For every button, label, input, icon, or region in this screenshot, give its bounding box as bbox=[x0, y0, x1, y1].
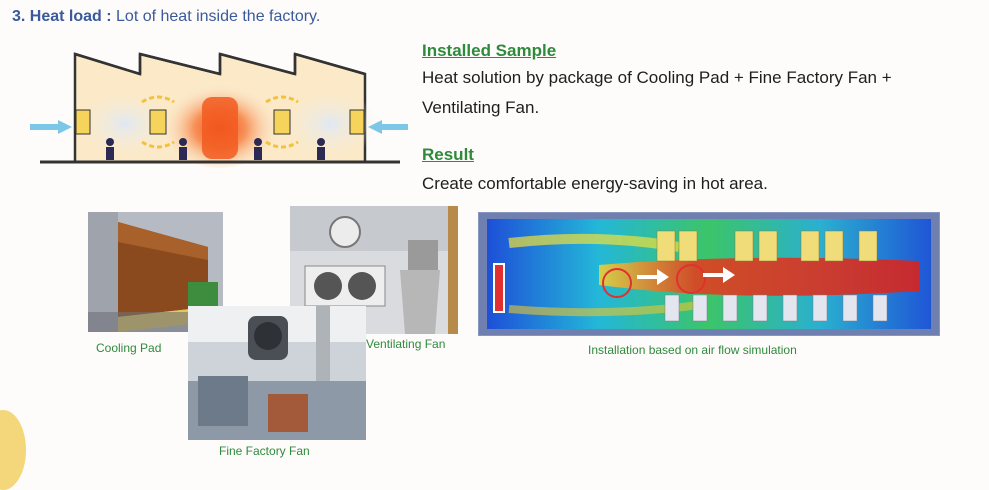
installed-sample-line2: Ventilating Fan. bbox=[422, 98, 540, 117]
result-title: Result bbox=[422, 145, 474, 164]
result-text: Create comfortable energy-saving in hot … bbox=[422, 174, 768, 193]
installed-sample-line1: Heat solution by package of Cooling Pad … bbox=[422, 68, 892, 87]
caption-fine-factory-fan: Fine Factory Fan bbox=[219, 444, 310, 458]
fine-factory-fan-photo bbox=[188, 306, 366, 440]
heading-number: 3. Heat load : bbox=[12, 8, 112, 25]
heading-text: Lot of heat inside the factory. bbox=[116, 8, 321, 25]
section-heading: 3. Heat load : Lot of heat inside the fa… bbox=[12, 8, 320, 26]
installed-sample-title: Installed Sample bbox=[422, 41, 557, 60]
caption-ventilating-fan: Ventilating Fan bbox=[366, 337, 446, 351]
caption-cooling-pad: Cooling Pad bbox=[96, 341, 162, 355]
caption-simulation: Installation based on air flow simulatio… bbox=[588, 343, 797, 357]
installed-sample-text: Heat solution by package of Cooling Pad … bbox=[422, 63, 982, 123]
ventilating-fan-photo bbox=[290, 206, 458, 334]
factory-heat-diagram bbox=[30, 42, 410, 177]
cooling-pad-photo bbox=[88, 212, 223, 332]
air-flow-simulation-image bbox=[478, 212, 940, 336]
corner-decoration bbox=[0, 410, 26, 490]
